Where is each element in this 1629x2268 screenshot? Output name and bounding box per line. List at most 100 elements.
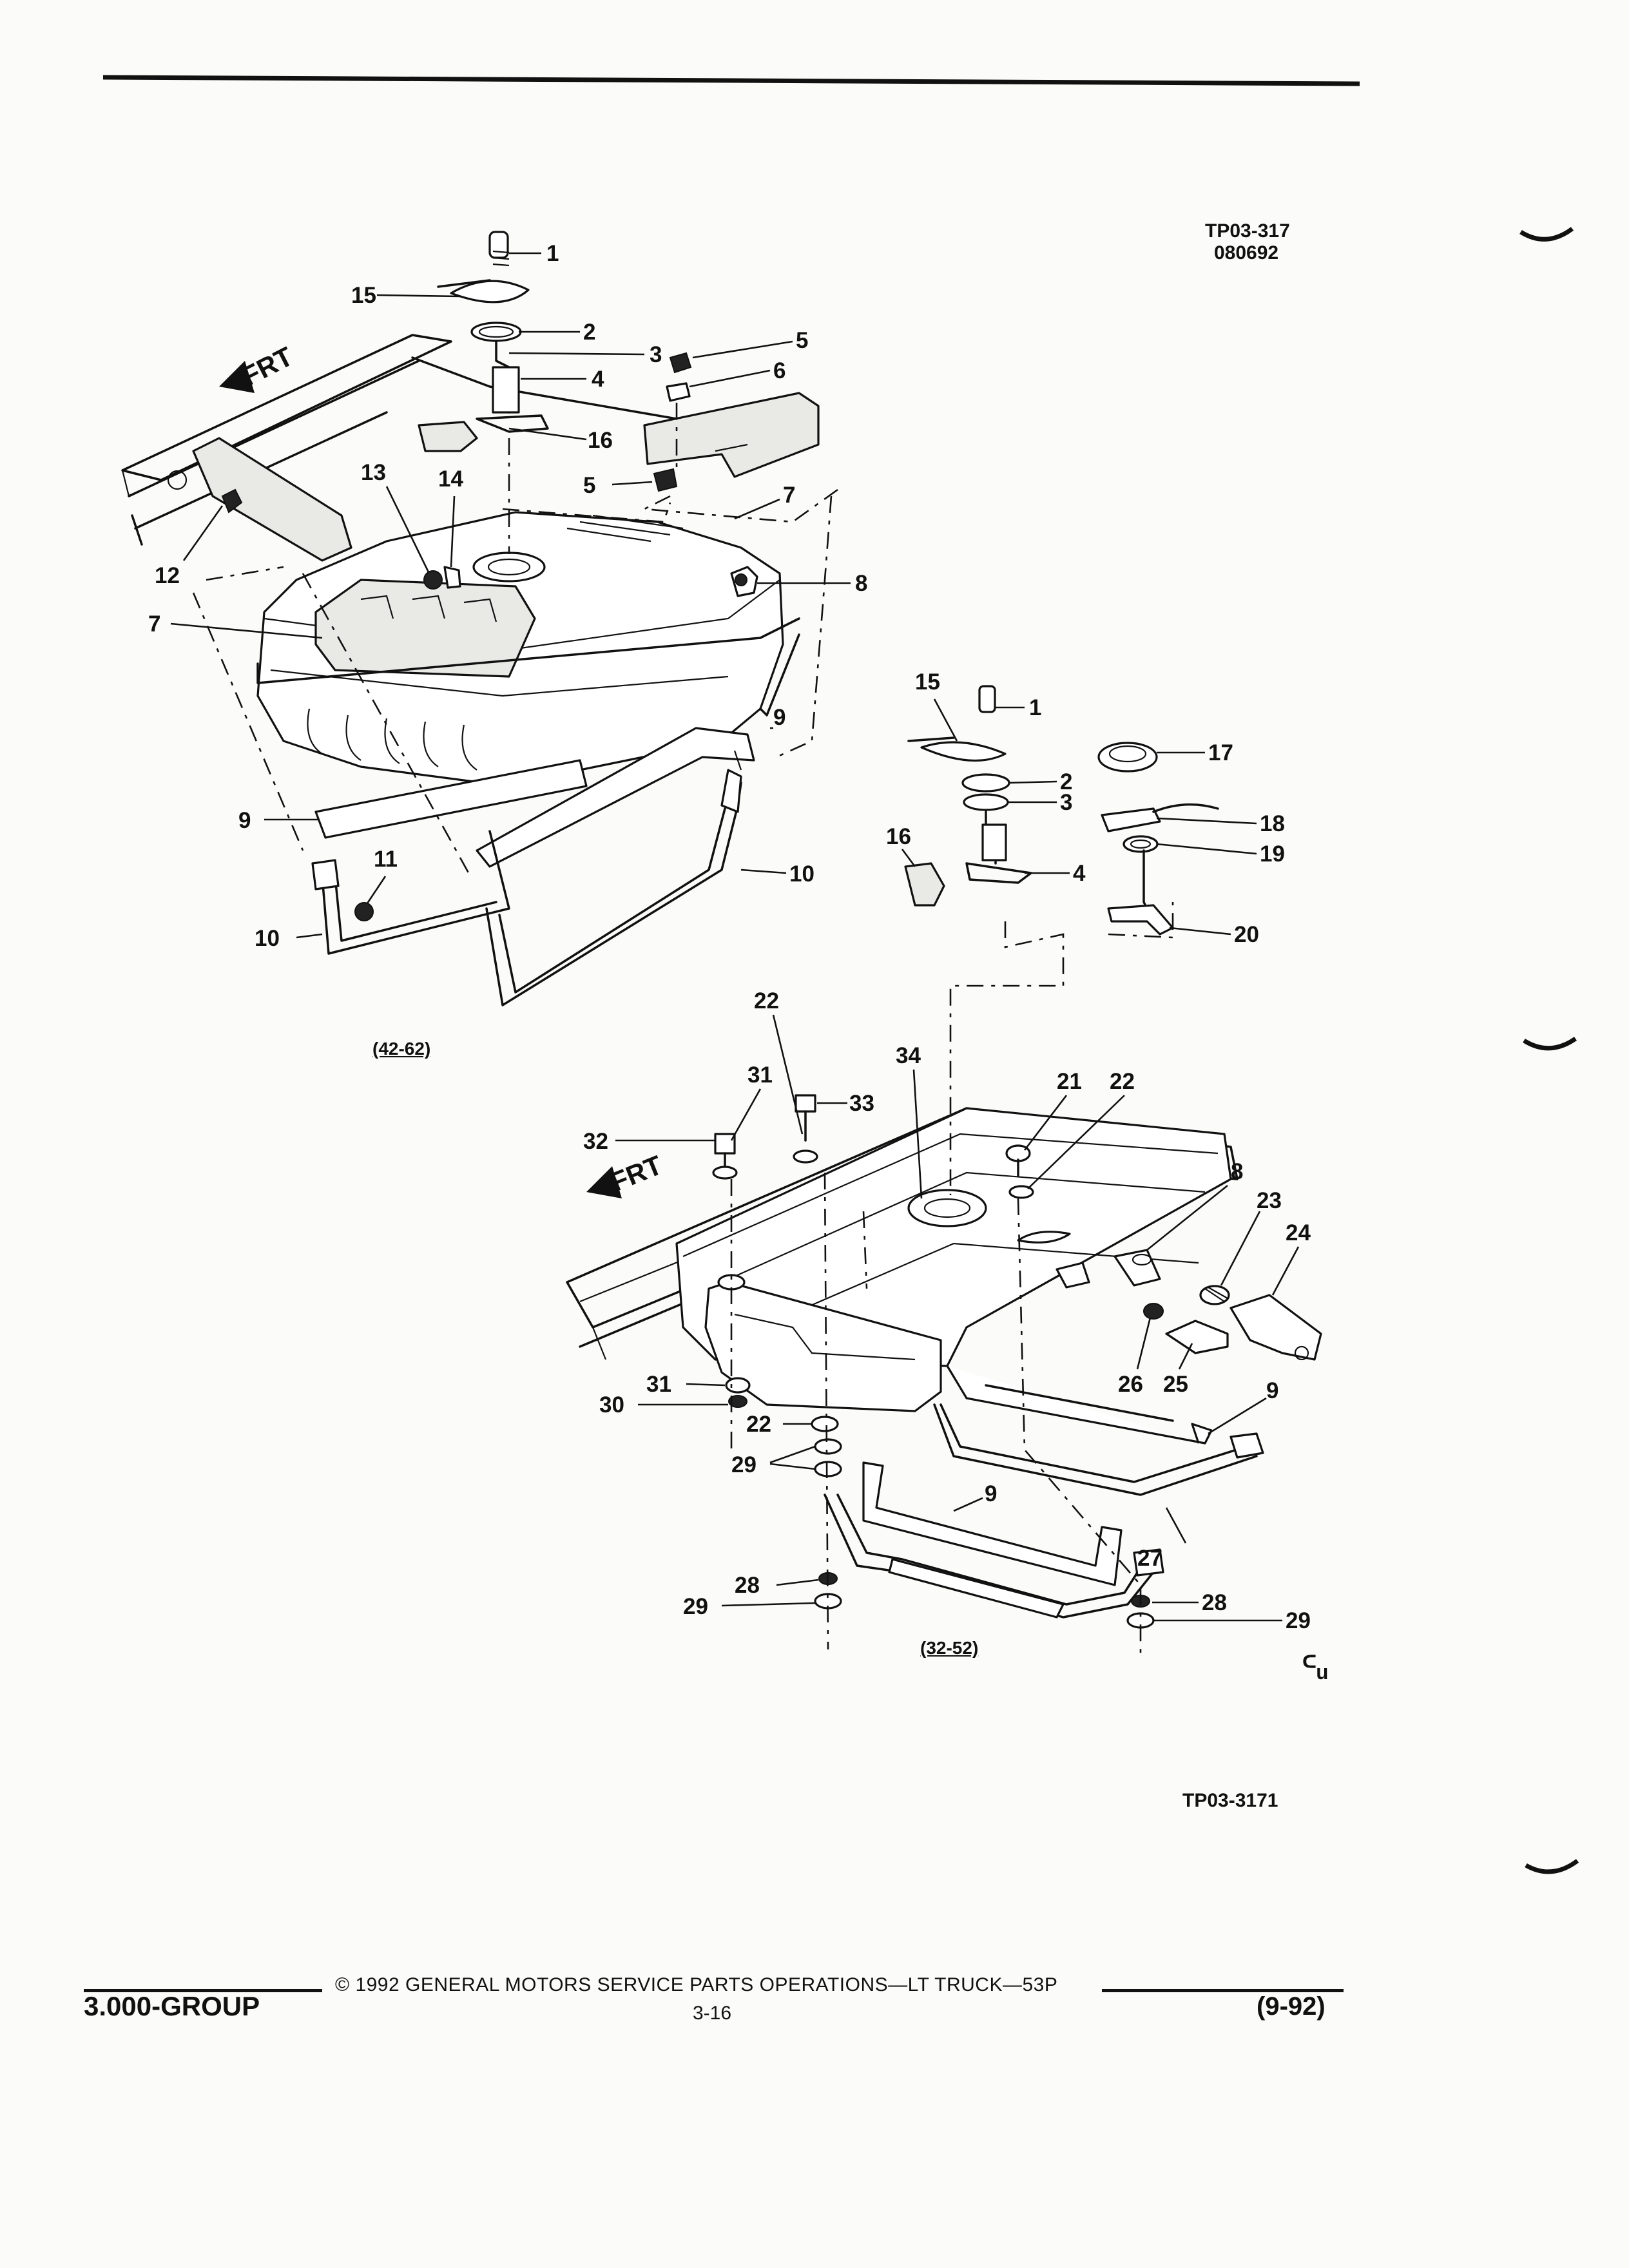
cap-ring xyxy=(1097,742,1158,773)
footer-rule-right xyxy=(1102,1989,1344,1992)
center-line xyxy=(862,1211,868,1289)
lock-ring xyxy=(450,280,530,303)
callout: 24 xyxy=(1286,1220,1311,1245)
callouts-upper: 1 15 2 3 5 4 6 16 5 7 13 14 12 xyxy=(148,241,867,951)
frame-rail xyxy=(121,334,452,481)
bolt xyxy=(793,1094,818,1164)
callout: 31 xyxy=(747,1062,773,1088)
callout: 3 xyxy=(650,342,662,367)
callout: 2 xyxy=(583,320,595,345)
callout: 16 xyxy=(588,428,613,453)
callout: 31 xyxy=(646,1372,671,1397)
callout: 4 xyxy=(592,367,604,392)
callout: 6 xyxy=(773,358,786,383)
callout: 7 xyxy=(783,483,795,508)
crossmember xyxy=(643,392,820,478)
strap-u xyxy=(485,782,742,1006)
binding-mark xyxy=(1519,227,1574,242)
callout: 15 xyxy=(351,283,376,308)
callout: 26 xyxy=(1118,1372,1143,1397)
callout: 4 xyxy=(1073,861,1086,886)
callout: 21 xyxy=(1057,1069,1082,1094)
callout: 30 xyxy=(599,1392,624,1418)
callouts-lower: 15 1 17 2 3 18 16 19 4 20 22 31 33 xyxy=(583,669,1311,1633)
center-line xyxy=(776,495,833,758)
pickup-tube xyxy=(1107,904,1174,936)
section-label-upper: (42-62) xyxy=(372,1039,431,1059)
callout: 14 xyxy=(438,466,463,492)
callout: 34 xyxy=(896,1043,921,1068)
frame-rail xyxy=(128,360,420,497)
callout: 29 xyxy=(1286,1608,1311,1633)
front-label: FRT xyxy=(606,1149,667,1197)
callout: 10 xyxy=(789,861,815,887)
center-line xyxy=(1017,1198,1142,1656)
callout: 8 xyxy=(1231,1159,1243,1184)
center-line xyxy=(1108,902,1174,939)
lock-ring-lower xyxy=(920,741,1007,762)
center-line xyxy=(949,921,1065,1195)
callout: 13 xyxy=(361,460,386,485)
callout: 27 xyxy=(1137,1546,1162,1571)
center-line xyxy=(824,1172,829,1650)
strap-27 xyxy=(933,1403,1258,1496)
callout: 29 xyxy=(731,1452,757,1477)
section-label-lower: (32-52) xyxy=(920,1638,979,1658)
float xyxy=(418,421,478,452)
callout: 11 xyxy=(374,847,398,872)
front-arrow xyxy=(219,361,255,393)
callout: 33 xyxy=(849,1091,874,1116)
callout: 23 xyxy=(1257,1188,1282,1213)
callout: 18 xyxy=(1260,811,1285,836)
callout: 32 xyxy=(583,1129,608,1154)
washer-stack-center xyxy=(811,1416,842,1610)
callout: 3 xyxy=(1060,790,1072,815)
center-line xyxy=(641,488,838,523)
figure-date: 080692 xyxy=(1214,242,1279,264)
callout: 5 xyxy=(796,328,808,353)
strap-u xyxy=(321,830,510,955)
callout: 22 xyxy=(1110,1069,1135,1094)
callout: 7 xyxy=(148,611,160,637)
callout: 17 xyxy=(1208,740,1233,765)
strap xyxy=(946,1365,1213,1445)
vent-hose xyxy=(1165,1320,1229,1354)
callout: 10 xyxy=(255,926,280,951)
lower-assembly: FRT xyxy=(566,685,1322,1656)
strap xyxy=(314,759,588,839)
callout: 16 xyxy=(886,824,911,849)
strap xyxy=(476,727,755,868)
callout: 2 xyxy=(1060,769,1072,794)
upper-assembly: FRT xyxy=(121,231,838,1006)
skid-frame xyxy=(675,1107,1232,1367)
bolt xyxy=(712,1133,738,1180)
callout: 9 xyxy=(238,808,251,833)
footer-page-number: 3-16 xyxy=(693,2003,732,2024)
figure-code-bottom: TP03-3171 xyxy=(1182,1790,1278,1811)
callout: 12 xyxy=(155,563,180,588)
callout: 22 xyxy=(754,988,779,1014)
fuel-tank-lower xyxy=(704,1281,942,1412)
heat-shield xyxy=(314,579,536,678)
float-lower xyxy=(904,862,945,907)
callout: 9 xyxy=(1266,1378,1278,1403)
binding-mark xyxy=(1525,1859,1579,1874)
binding-mark xyxy=(1523,1037,1577,1051)
center-line xyxy=(192,566,304,851)
callout: 22 xyxy=(746,1412,771,1437)
header-rule xyxy=(102,75,1360,86)
callout: 15 xyxy=(915,669,940,695)
callout: 28 xyxy=(1202,1590,1227,1615)
callout: 25 xyxy=(1163,1372,1188,1397)
sender-body xyxy=(492,366,520,414)
callout: 1 xyxy=(1029,695,1041,720)
callout: 20 xyxy=(1234,922,1259,947)
callout: 19 xyxy=(1260,841,1285,867)
footer-rule-left xyxy=(84,1989,322,1992)
crossmember xyxy=(192,437,352,562)
bolt xyxy=(1005,1144,1034,1199)
sending-unit-cam xyxy=(488,231,509,259)
front-arrow xyxy=(586,1166,622,1198)
